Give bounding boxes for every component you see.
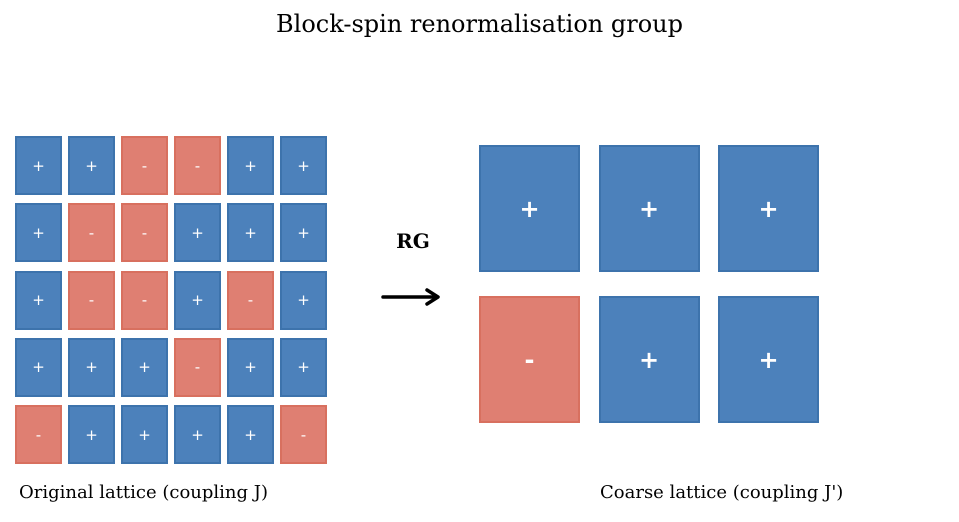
spin-up-cell: +: [280, 136, 327, 195]
spin-up-cell: +: [718, 296, 819, 423]
spin-down-cell: -: [174, 136, 221, 195]
spin-down-cell: -: [121, 203, 168, 263]
spin-up-cell: +: [174, 270, 221, 330]
spin-down-cell: -: [15, 405, 62, 465]
spin-up-cell: +: [68, 405, 115, 465]
spin-up-cell: +: [227, 136, 274, 195]
spin-down-cell: -: [227, 270, 274, 330]
spin-up-cell: +: [479, 145, 580, 272]
spin-up-cell: +: [68, 337, 115, 397]
spin-up-cell: +: [227, 337, 274, 397]
spin-up-cell: +: [15, 136, 62, 195]
spin-up-cell: +: [598, 296, 700, 423]
spin-down-cell: -: [121, 270, 168, 330]
spin-up-cell: +: [227, 203, 274, 263]
spin-up-cell: +: [280, 270, 327, 330]
spin-up-cell: +: [15, 203, 62, 263]
spin-up-cell: +: [718, 145, 819, 272]
spin-down-cell: -: [121, 136, 168, 195]
spin-up-cell: +: [121, 405, 168, 465]
spin-up-cell: +: [15, 270, 62, 330]
spin-down-cell: -: [68, 270, 115, 330]
spin-up-cell: +: [121, 337, 168, 397]
rg-arrow-icon: [381, 288, 440, 306]
original-lattice-caption: Original lattice (coupling J): [19, 482, 269, 503]
spin-down-cell: -: [68, 203, 115, 263]
spin-down-cell: -: [280, 405, 327, 465]
spin-up-cell: +: [15, 337, 62, 397]
spin-up-cell: +: [227, 405, 274, 465]
spin-up-cell: +: [174, 203, 221, 263]
diagram-title: Block-spin renormalisation group: [276, 10, 683, 38]
spin-down-cell: -: [479, 296, 580, 423]
spin-down-cell: -: [174, 337, 221, 397]
coarse-lattice-caption: Coarse lattice (coupling J'): [600, 482, 844, 503]
rg-label: RG: [396, 229, 430, 253]
spin-up-cell: +: [280, 203, 327, 263]
spin-up-cell: +: [280, 337, 327, 397]
spin-up-cell: +: [174, 405, 221, 465]
spin-up-cell: +: [68, 136, 115, 195]
spin-up-cell: +: [598, 145, 700, 272]
